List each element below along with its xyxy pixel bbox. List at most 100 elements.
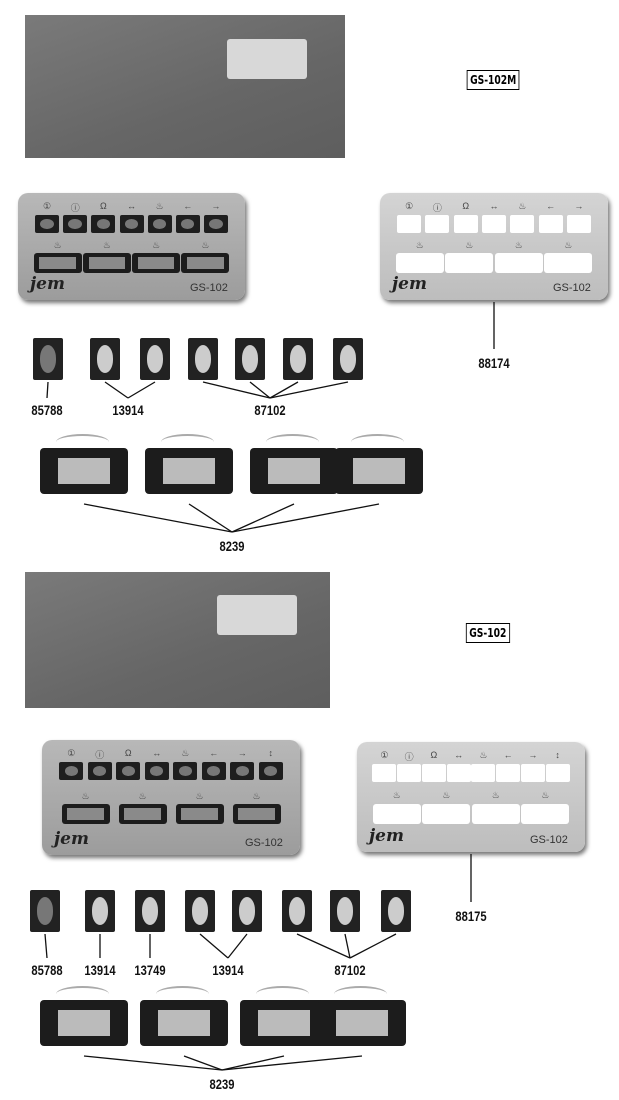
part-number-label: 88174 — [478, 355, 510, 371]
symbol-icon: ⓘ — [95, 750, 105, 760]
brand-logo: jem — [54, 829, 89, 849]
leader-line — [83, 1055, 223, 1071]
display-slot — [471, 803, 520, 824]
symbol-icon: → — [211, 201, 221, 211]
leader-line — [199, 933, 229, 959]
panel-model-label: GS-102 — [190, 282, 228, 294]
switch-part — [85, 890, 115, 932]
switch-part — [333, 338, 363, 380]
symbol-icon: → — [574, 201, 584, 211]
thermometer-icon: ♨ — [53, 240, 62, 251]
part-number-label: 85788 — [31, 962, 63, 978]
leader-line — [227, 933, 248, 959]
symbol-icon: Ω — [99, 201, 107, 211]
brand-logo: jem — [369, 826, 404, 846]
thermometer-part — [40, 434, 128, 494]
leader-line — [344, 933, 351, 959]
thermometer-part — [250, 434, 338, 494]
symbol-icon: ① — [43, 201, 52, 211]
key-slot — [453, 215, 478, 233]
thermometer-icon: ♨ — [81, 790, 90, 801]
key-slot — [175, 215, 200, 233]
display-slot — [445, 252, 494, 273]
brand-logo: jem — [392, 274, 427, 294]
thermometer-part — [318, 986, 406, 1046]
key-slot — [566, 215, 591, 233]
key-slot — [63, 215, 88, 233]
key-slot — [201, 762, 226, 780]
switch-part — [90, 338, 120, 380]
installed-panel — [226, 39, 307, 80]
key-slot — [482, 215, 506, 233]
thermometer-icon: ♨ — [201, 240, 210, 251]
symbol-icon: ↔ — [152, 748, 162, 758]
key-slot — [87, 762, 112, 780]
product-photo — [25, 15, 345, 158]
symbol-icon: ← — [503, 750, 513, 760]
thermometer-icon: ♨ — [252, 790, 261, 801]
display-slot — [118, 804, 167, 825]
key-slot — [230, 762, 255, 780]
leader-line — [221, 1055, 363, 1071]
key-slot — [496, 764, 521, 782]
thermometer-icon: ♨ — [541, 790, 550, 801]
key-slot — [545, 764, 570, 782]
display-slot — [422, 803, 471, 824]
switch-part — [185, 890, 215, 932]
display-slot — [494, 252, 543, 273]
key-slot — [203, 215, 228, 233]
key-slot — [372, 764, 397, 782]
key-slot — [35, 215, 60, 233]
leader-line — [349, 933, 397, 959]
leader-line — [269, 381, 299, 399]
thermometer-icon: ♨ — [102, 240, 111, 251]
thermometer-icon: ♨ — [152, 240, 161, 251]
part-number-label: 87102 — [254, 402, 286, 418]
display-slot — [232, 804, 281, 825]
leader-line — [249, 381, 271, 399]
key-slot — [471, 764, 496, 782]
symbol-icon: ⓘ — [70, 203, 80, 213]
thermometer-part — [335, 434, 423, 494]
key-slot — [397, 215, 422, 233]
symbol-icon: ① — [380, 750, 389, 760]
symbol-icon: ⓘ — [404, 752, 414, 762]
thermometer-icon: ♨ — [514, 240, 523, 251]
part-number-label: 88175 — [455, 908, 487, 924]
model-label: GS-102M — [466, 70, 520, 90]
key-slot — [119, 215, 144, 233]
key-slot — [397, 764, 422, 782]
symbol-icon: ♨ — [479, 750, 488, 760]
switch-part — [232, 890, 262, 932]
part-number-label: 13914 — [212, 962, 244, 978]
key-slot — [147, 215, 172, 233]
part-number-label: 13914 — [112, 402, 144, 418]
leader-line — [296, 933, 351, 959]
switch-part — [330, 890, 360, 932]
key-slot — [446, 764, 471, 782]
key-slot — [510, 215, 535, 233]
thermometer-part — [140, 986, 228, 1046]
symbol-icon: → — [237, 748, 247, 758]
symbol-icon: ♨ — [181, 748, 190, 758]
panel-model-label: GS-102 — [530, 834, 568, 846]
key-slot — [116, 762, 141, 780]
part-number-label: 8239 — [209, 1076, 235, 1092]
display-slot — [372, 803, 421, 824]
key-slot — [173, 762, 198, 780]
thermometer-part — [145, 434, 233, 494]
symbol-icon: ↔ — [489, 201, 499, 211]
leader-line — [104, 381, 129, 399]
display-slot — [544, 252, 593, 273]
thermometer-icon: ♨ — [491, 790, 500, 801]
display-slot — [395, 252, 444, 273]
thermometer-part — [40, 986, 128, 1046]
leader-line — [83, 503, 233, 533]
symbol-icon: ♨ — [155, 201, 164, 211]
display-slot — [521, 803, 570, 824]
leader-line — [269, 381, 349, 399]
leader-line — [183, 1055, 223, 1071]
